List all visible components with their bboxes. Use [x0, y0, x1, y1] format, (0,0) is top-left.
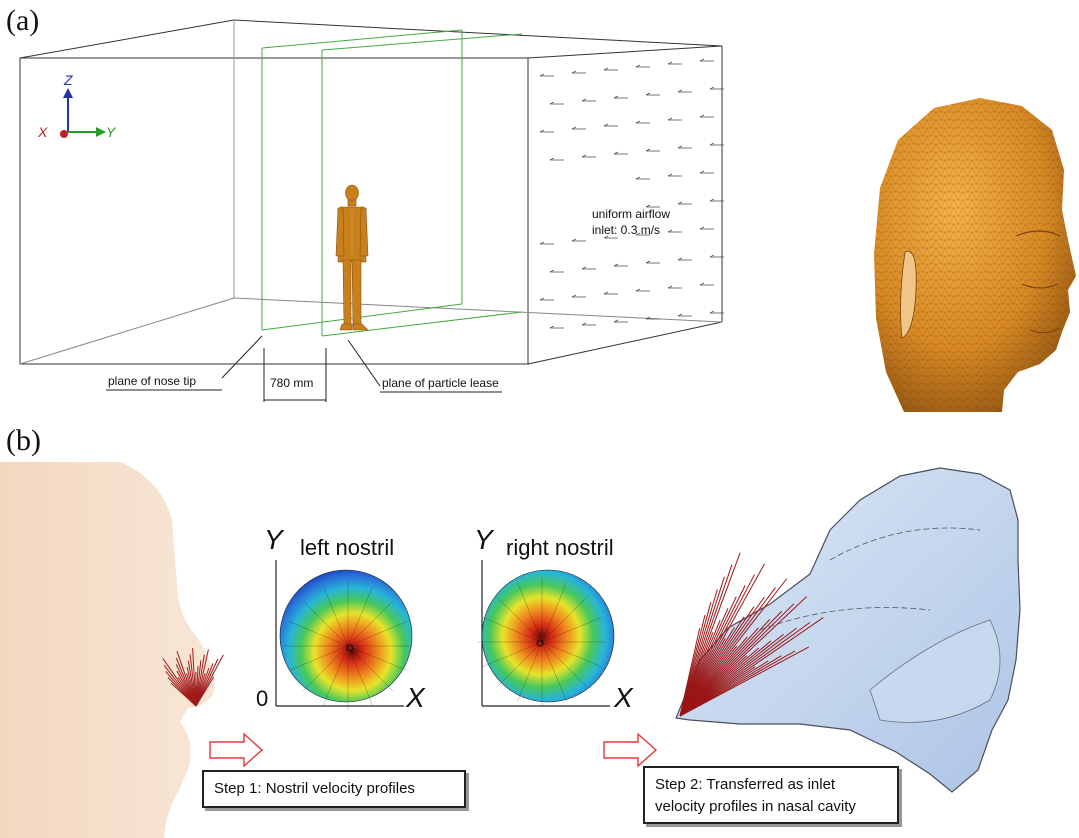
right-nostril-profile [478, 560, 614, 706]
step1-arrow [210, 734, 262, 766]
right-nostril-title: right nostril [506, 535, 614, 561]
step2-box: Step 2: Transferred as inlet velocity pr… [643, 766, 899, 824]
left-origin-zero: 0 [256, 686, 268, 712]
left-nostril-title: left nostril [300, 535, 394, 561]
left-y-axis-letter: Y [264, 524, 283, 556]
step2-arrow [604, 734, 656, 766]
left-nostril-profile [276, 560, 412, 710]
face-profile [0, 462, 215, 838]
step1-text: Step 1: Nostril velocity profiles [214, 780, 415, 797]
right-y-axis-letter: Y [474, 524, 493, 556]
step2-text-line2: velocity profiles in nasal cavity [655, 796, 897, 818]
left-x-axis-letter: X [406, 682, 425, 714]
step2-text-line1: Step 2: Transferred as inlet [655, 774, 897, 796]
right-x-axis-letter: X [614, 682, 633, 714]
step1-box: Step 1: Nostril velocity profiles [202, 770, 466, 808]
